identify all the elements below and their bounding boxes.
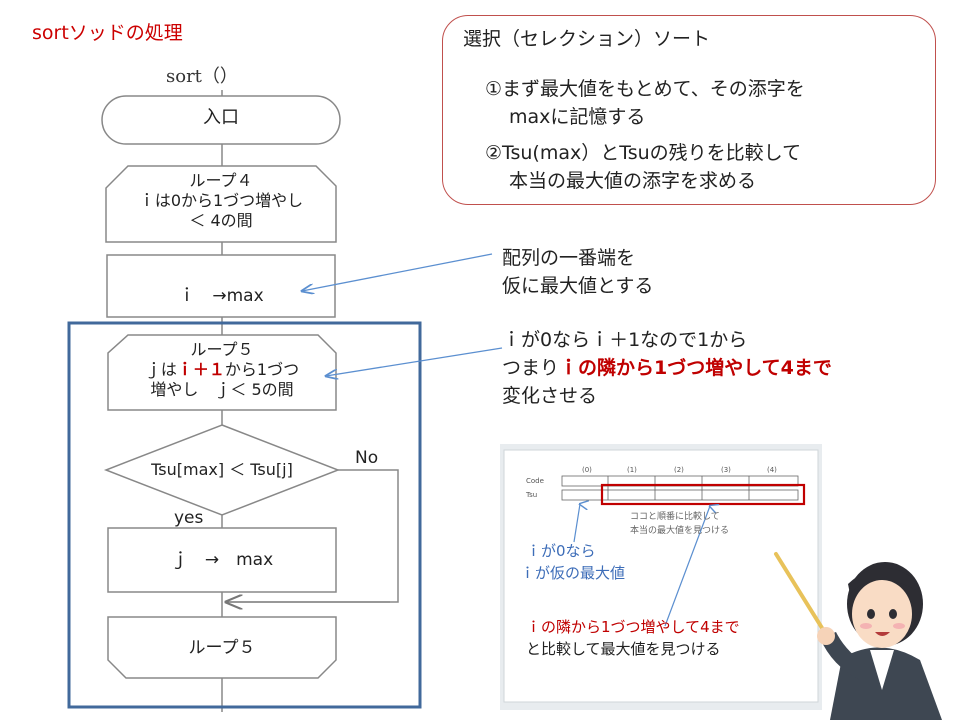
condition-label: Tsu[max] ＜ Tsu[j] (151, 460, 293, 479)
yes-label: yes (174, 508, 204, 528)
comparison-highlight (600, 483, 806, 506)
entry-terminator (101, 95, 341, 145)
loop5-end-label: ループ５ (188, 638, 256, 658)
board-arrow-range (664, 506, 710, 627)
assign-i-box (106, 254, 336, 318)
loop4-line1: ループ４ (189, 171, 253, 190)
callout2-line2-pre: つまり (502, 357, 560, 379)
loop4-line3: ＜ 4の間 (189, 211, 253, 230)
board-hint-line1: ココと順番に比較して (630, 512, 720, 522)
board-blue-note: ｉが0なら ｉが仮の最大値 (520, 540, 625, 584)
loop4-line2: ｉは0から1づつ増やし (138, 191, 304, 210)
header-2: (2) (674, 466, 684, 474)
loop5-line3: 増やし ｊ＜ 5の間 (150, 380, 294, 399)
loop5-line2-post: から1づつ (224, 360, 300, 379)
callout1-line2: 仮に最大値とする (502, 275, 654, 297)
callout1-line1: 配列の一番端を (502, 247, 636, 269)
loop4-start-shape (105, 165, 337, 243)
header-3: (3) (721, 466, 731, 474)
no-label: No (355, 448, 379, 468)
callout2-line2: つまりｉの隣から1づつ増やして4まで (502, 354, 832, 382)
board-red-note: ｉの隣から1づつ増やして4まで (526, 618, 740, 636)
teacher-illustration (774, 552, 942, 720)
entry-label: 入口 (203, 107, 239, 128)
note-line3: ②Tsu(max）とTsuの残りを比較して (485, 142, 802, 164)
whiteboard-svg (500, 444, 822, 710)
teacher-bangs (848, 567, 916, 594)
loop5-line2-pre: ｊは (144, 360, 177, 379)
header-0: (0) (582, 466, 592, 474)
assign-j-label: ｊ → max (170, 550, 274, 570)
note-line2: maxに記憶する (509, 106, 646, 128)
whiteboard-illustration: (0) (1) (2) (3) (4) Code Tsu ココと順番に比較して … (500, 444, 822, 710)
board-hint-line2: 本当の最大値を見つける (630, 526, 730, 536)
teacher-mouth (875, 632, 890, 636)
note-title: 選択（セレクション）ソート (463, 28, 711, 50)
loop5-line1: ループ５ (190, 340, 254, 359)
decision-diamond (103, 424, 341, 516)
callout2-line2-red: ｉの隣から1づつ増やして4まで (559, 357, 832, 379)
teacher-arm (820, 632, 868, 680)
teacher-cheek-left (860, 623, 872, 629)
selection-sort-note: 選択（セレクション）ソート ①まず最大値をもとめて、その添字を maxに記憶する… (442, 15, 936, 205)
teacher-face (852, 580, 912, 648)
callout2-line1: ｉが0ならｉ＋1なので1から (502, 329, 748, 351)
callout1: 配列の一番端を 仮に最大値とする (502, 244, 653, 300)
assign-j-box (107, 527, 337, 593)
row-label-tsu: Tsu (526, 491, 538, 499)
note-line4: 本当の最大値の添字を求める (509, 170, 757, 192)
teacher-eye-right (889, 609, 897, 619)
loop5-start-shape (107, 334, 337, 411)
callout2-arrow (326, 347, 503, 376)
board-blue-line1: ｉが0なら (526, 542, 596, 560)
inner-loop-frame (67, 321, 422, 709)
loop4-label: ループ４ ｉは0から1づつ増やし ＜ 4の間 (106, 171, 336, 231)
callout1-arrow (302, 253, 493, 291)
callout2-line3: 変化させる (502, 385, 598, 407)
callout2: ｉが0ならｉ＋1なので1から つまりｉの隣から1づつ増やして4まで 変化させる (502, 326, 832, 410)
note-line1: ①まず最大値をもとめて、その添字を (485, 78, 805, 100)
header-1: (1) (627, 466, 637, 474)
assign-i-label: ｉ →max (178, 286, 264, 306)
header-4: (4) (767, 466, 777, 474)
function-label: sort（） (166, 66, 238, 87)
page-title: sortソッドの処理 (32, 22, 183, 44)
teacher-cheek-right (893, 623, 905, 629)
row-label-code: Code (526, 477, 544, 485)
board-black-note: と比較して最大値を見つける (526, 640, 721, 658)
teacher-collar (870, 650, 894, 690)
no-branch-line (338, 469, 399, 603)
loop5-label: ループ５ ｊはｉ＋１から1づつ 増やし ｊ＜ 5の間 (108, 340, 336, 400)
teacher-eye-left (867, 609, 875, 619)
loop5-line2-red: ｉ＋１ (176, 360, 225, 379)
loop5-end-shape (107, 616, 337, 679)
loop5-line2: ｊはｉ＋１から1づつ (108, 360, 336, 380)
board-hint: ココと順番に比較して 本当の最大値を見つける (630, 510, 729, 538)
teacher-hand (817, 627, 835, 645)
board-arrow-i (573, 504, 580, 543)
board-blue-line2: ｉが仮の最大値 (520, 564, 626, 582)
